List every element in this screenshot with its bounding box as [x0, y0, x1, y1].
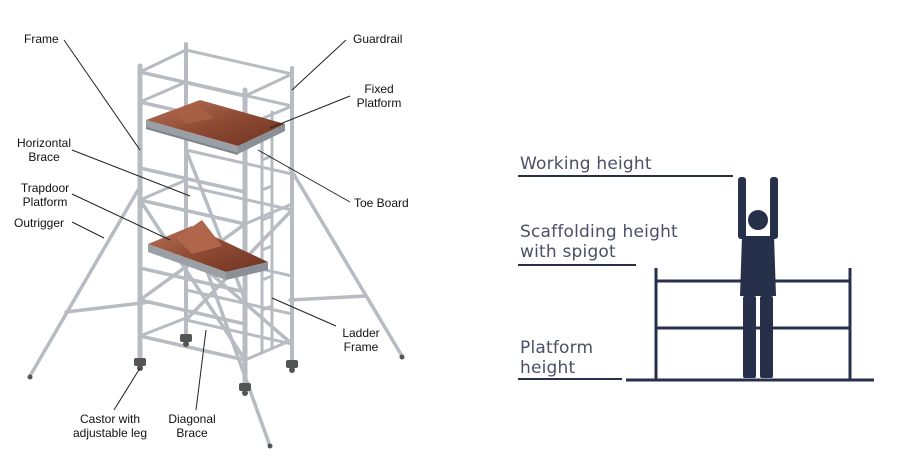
- fixed-platform: [145, 100, 285, 155]
- label-outrigger: Outrigger: [14, 216, 65, 230]
- label-platform-height: Platform height: [520, 338, 594, 378]
- person-figure: [738, 177, 778, 378]
- outrigger-legs: [28, 166, 404, 448]
- trapdoor-platform: [148, 220, 268, 280]
- label-scaffolding-height: Scaffolding height with spigot: [520, 222, 678, 262]
- label-ladder-frame: Ladder Frame: [342, 326, 380, 354]
- label-diagonal-brace: Diagonal Brace: [168, 412, 216, 440]
- label-toe-board: Toe Board: [354, 196, 409, 210]
- scaffold-tower: [28, 42, 404, 448]
- height-diagram: [518, 175, 874, 382]
- label-horizontal-brace: Horizontal Brace: [16, 136, 72, 164]
- label-trapdoor-platform: Trapdoor Platform: [20, 181, 70, 209]
- label-fixed-platform: Fixed Platform: [356, 82, 402, 110]
- callout-leaders: [63, 39, 351, 411]
- label-castor: Castor with adjustable leg: [72, 412, 148, 440]
- label-working-height: Working height: [520, 154, 652, 174]
- height-lines: [518, 175, 733, 380]
- label-guardrail: Guardrail: [353, 32, 403, 46]
- ladder-frame: [260, 110, 274, 354]
- label-frame: Frame: [24, 32, 59, 46]
